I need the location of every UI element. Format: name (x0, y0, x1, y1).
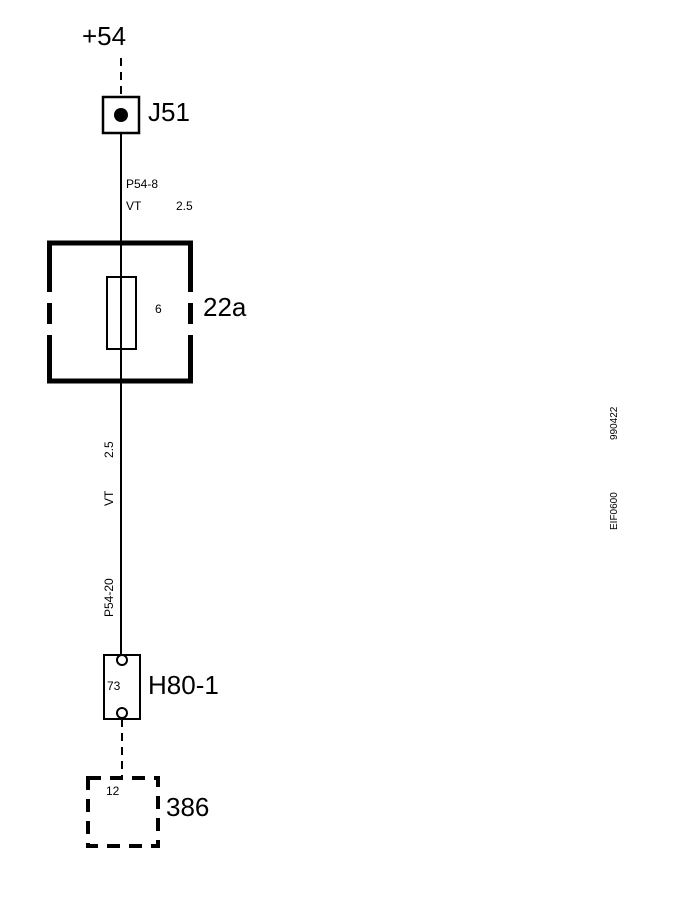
component-386-box (86, 776, 160, 848)
connector-h80-pin-top (116, 654, 128, 666)
wire-bottom-gauge: 2.5 (102, 441, 116, 458)
wire-bottom-color: VT (102, 490, 116, 506)
connector-j51-label: J51 (148, 97, 190, 127)
fuse-box-22a (47, 240, 193, 384)
wire-bottom-pin: P54-20 (102, 578, 116, 617)
connector-h80-pin-bottom (116, 707, 128, 719)
component-386-pin: 12 (106, 784, 120, 798)
component-386-label: 386 (166, 792, 209, 822)
side-code-b: EIF0600 (609, 492, 620, 530)
connector-j51-dot (114, 108, 128, 122)
fuse-box-label: 22a (203, 292, 247, 322)
fuse-number: 6 (155, 302, 162, 316)
side-code-a: 990422 (609, 406, 620, 440)
connector-h80-label: H80-1 (148, 670, 219, 700)
connector-h80-pin: 73 (107, 679, 121, 693)
supply-label: +54 (82, 21, 126, 51)
wire-top-gauge: 2.5 (176, 199, 193, 213)
wire-top-color: VT (126, 199, 142, 213)
wire-top-pin: P54-8 (126, 177, 158, 191)
